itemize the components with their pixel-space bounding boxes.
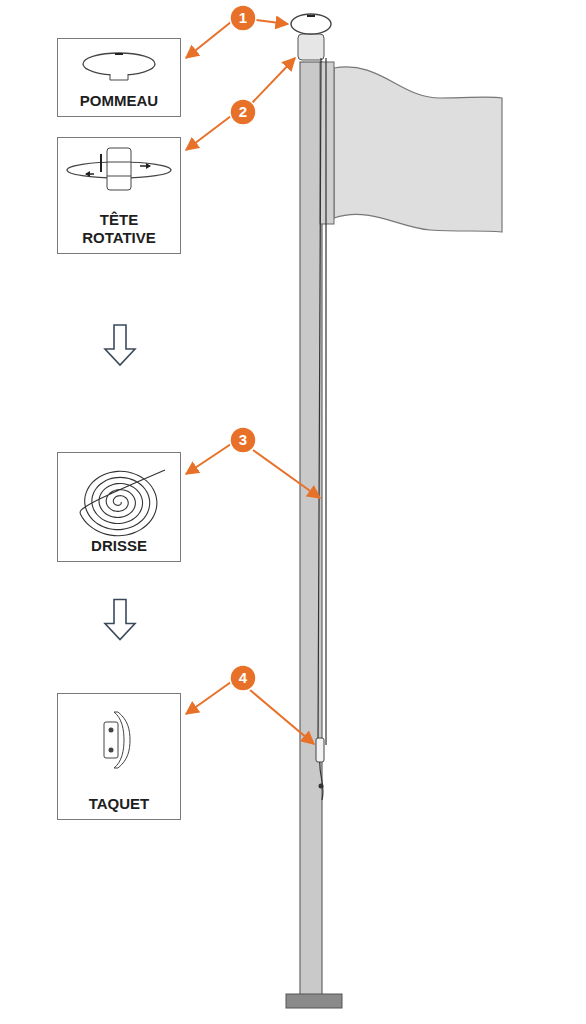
pole-base (286, 994, 342, 1008)
halyard (318, 58, 326, 745)
cleat (316, 738, 324, 762)
part-box: POMMEAU (57, 38, 181, 117)
part-box: DRISSE (57, 452, 181, 562)
callout-circles (230, 5, 256, 691)
part-label: POMMEAU (80, 92, 158, 110)
callout-number: 3 (230, 427, 256, 453)
callout-leaders (186, 20, 320, 744)
finial-icon (83, 53, 155, 80)
callout-number: 4 (230, 665, 256, 691)
callout-number: 2 (230, 99, 256, 125)
part-label: DRISSE (91, 537, 147, 555)
part-box: TÊTE ROTATIVE (57, 137, 181, 254)
flag (334, 67, 502, 232)
flow-arrow (105, 325, 135, 365)
callout-number: 1 (230, 5, 256, 31)
flag-sleeve (320, 62, 334, 224)
flow-arrow (105, 600, 135, 640)
part-label: TÊTE ROTATIVE (69, 211, 169, 247)
finial (291, 14, 331, 34)
halyard-coil-icon (80, 470, 165, 536)
rotating-head (298, 34, 324, 60)
cleat-icon (104, 712, 130, 768)
part-box: TAQUET (57, 693, 181, 820)
part-label: TAQUET (89, 795, 150, 813)
halyard-end (320, 758, 323, 800)
rotating-head-icon (67, 148, 171, 190)
